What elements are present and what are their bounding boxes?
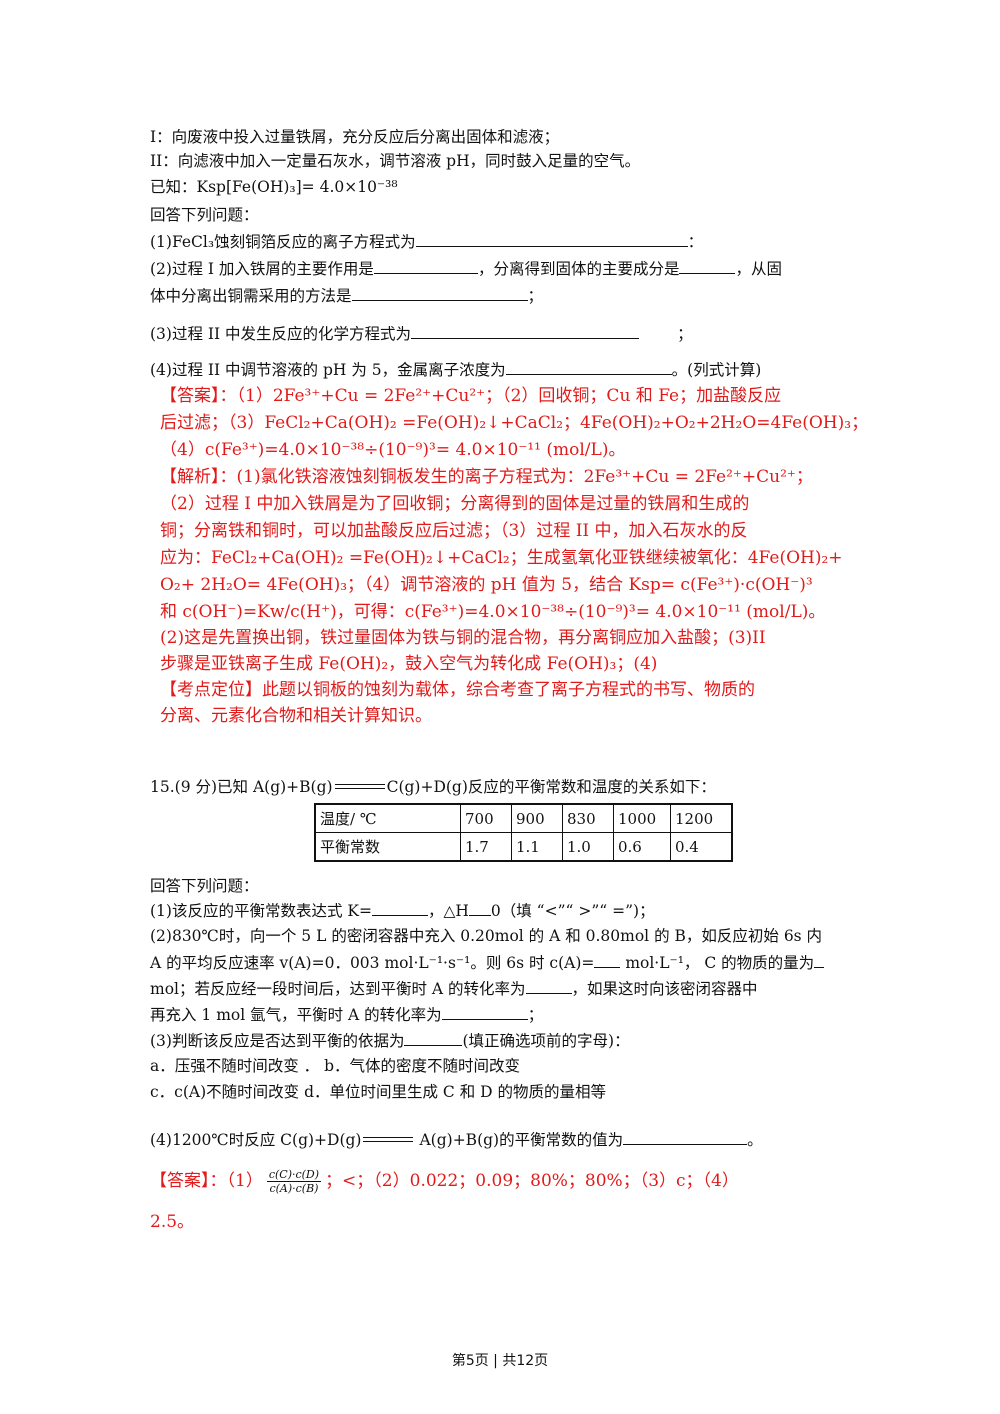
analysis14-line8: 步骤是亚铁离子生成 Fe(OH)₂，鼓入空气为转化成 Fe(OH)₃；(4) (160, 654, 658, 674)
q15-title-a: 15.(9 分)已知 A(g)+B(g) (150, 778, 333, 796)
q15-blank-basis[interactable] (404, 1029, 463, 1046)
q14-blank-2b[interactable] (679, 257, 736, 274)
q14-part2-cont-text: 体中分离出铜需采用的方法是 (150, 287, 352, 305)
q14-part2-text-b: ，分离得到固体的主要成分是 (477, 260, 680, 278)
q15-blank-ca[interactable] (594, 951, 621, 968)
q14-part1: (1)FeCl₃蚀刻铜箔反应的离子方程式为 ： (150, 230, 703, 253)
q14-blank-2c[interactable] (351, 284, 528, 301)
q15-part2-text-e: 再充入 1 mol 氩气，平衡时 A 的转化率为 (150, 1006, 442, 1024)
table-cell: 0.6 (613, 832, 671, 862)
table-cell: 1.0 (562, 832, 614, 862)
table-row: 平衡常数 1.7 1.1 1.0 0.6 0.4 (314, 832, 733, 862)
q14-part2-cont-end: ； (527, 287, 544, 305)
q14-blank-1[interactable] (415, 230, 688, 247)
q15-blank-nc[interactable] (814, 951, 825, 968)
keypoint14-line2: 分离、元素化合物和相关计算知识。 (160, 706, 432, 726)
q14-part3-text: (3)过程 II 中发生反应的化学方程式为 (150, 325, 412, 343)
q14-blank-4[interactable] (505, 358, 672, 375)
q15-part2-line3: mol；若反应经一段时间后，达到平衡时 A 的转化率为 ，如果这时向该密闭容器中 (150, 977, 758, 1000)
table-cell: 平衡常数 (314, 832, 461, 862)
q14-known: 已知：Ksp[Fe(OH)₃]= 4.0×10⁻³⁸ (150, 178, 398, 196)
q14-part4: (4)过程 II 中调节溶液的 pH 为 5，金属离子浓度为 。(列式计算) (150, 358, 761, 381)
q15-part2-text-b: mol·L⁻¹， C 的物质的量为 (620, 954, 815, 972)
page-footer: 第5页 | 共12页 (451, 1353, 549, 1369)
q15-part3-text-b: (填正确选项前的字母)： (462, 1032, 630, 1050)
q14-part3: (3)过程 II 中发生反应的化学方程式为 ； (150, 322, 693, 345)
q15-part1: (1)该反应的平衡常数表达式 K= ，△H 0（填 “<”“ >”“ =”)； (150, 899, 655, 922)
analysis14-line6: 和 c(OH⁻)=Kw/c(H⁺)，可得：c(Fe³⁺)=4.0×10⁻³⁸÷(… (160, 602, 826, 622)
analysis14-line1: 【解析】：(1)氯化铁溶液蚀刻铜板发生的离子方程式为：2Fe³⁺+Cu = 2F… (160, 467, 813, 487)
q15-part1-text-c: 0（填 “<”“ >”“ =”)； (490, 902, 655, 920)
q15-prompt: 回答下列问题： (150, 877, 259, 895)
analysis14-line7: (2)这是先置换出铜，铁过量固体为铁与铜的混合物，再分离铜应加入盐酸；(3)II (160, 628, 766, 648)
q15-part4: (4)1200℃时反应 C(g)+D(g) A(g)+B(g)的平衡常数的值为 。 (150, 1128, 763, 1151)
q15-option-ab: a．压强不随时间改变 ． b．气体的密度不随时间改变 (150, 1057, 521, 1075)
table-cell: 900 (511, 803, 563, 833)
q14-blank-2a[interactable] (373, 257, 478, 274)
answer15-line2: 2.5。 (150, 1212, 195, 1232)
q14-step2: II：向滤液中加入一定量石灰水，调节溶液 pH，同时鼓入足量的空气。 (150, 152, 641, 170)
analysis14-line3: 铜；分离铁和铜时，可以加盐酸反应后过滤；（3）过程 II 中，加入石灰水的反 (160, 521, 748, 541)
q15-part2-line2: A 的平均反应速率 v(A)=0．003 mol·L⁻¹·s⁻¹。则 6s 时 … (150, 951, 825, 974)
table-cell: 830 (562, 803, 614, 833)
fraction-numerator: c(C)·c(D) (266, 1168, 322, 1182)
answer15-pre: 【答案】：（1） (150, 1171, 263, 1191)
analysis14-line5: O₂+ 2H₂O= 4Fe(OH)₃；（4）调节溶液的 pH 值为 5，结合 K… (160, 575, 813, 595)
q15-part2-text-f: ； (527, 1006, 544, 1024)
table-row: 温度/ ℃ 700 900 830 1000 1200 (314, 803, 733, 833)
q14-part2-text-c: ，从固 (735, 260, 782, 278)
table-cell: 1000 (613, 803, 671, 833)
q14-part2-text-a: (2)过程 I 加入铁屑的主要作用是 (150, 260, 374, 278)
table-cell: 1200 (670, 803, 733, 833)
q14-part4-end: 。(列式计算) (671, 361, 762, 379)
q14-part2: (2)过程 I 加入铁屑的主要作用是 ，分离得到固体的主要成分是 ，从固 (150, 257, 782, 280)
equilibrium-arrow-icon (363, 1135, 414, 1147)
q15-part2-text-d: ，如果这时向该密闭容器中 (571, 980, 758, 998)
q15-blank-k1200[interactable] (623, 1128, 748, 1145)
q14-part1-text: (1)FeCl₃蚀刻铜箔反应的离子方程式为 (150, 233, 416, 251)
q15-part2-line4: 再充入 1 mol 氩气，平衡时 A 的转化率为 ； (150, 1003, 543, 1026)
analysis14-line4: 应为：FeCl₂+Ca(OH)₂ =Fe(OH)₂↓+CaCl₂；生成氢氧化亚铁… (160, 548, 843, 568)
q14-part3-end: ； (677, 325, 693, 343)
q15-part3-text-a: (3)判断该反应是否达到平衡的依据为 (150, 1032, 405, 1050)
q14-step1: I：向废液中投入过量铁屑，充分反应后分离出固体和滤液； (150, 128, 560, 146)
q15-blank-conv2[interactable] (441, 1003, 528, 1020)
table-cell: 温度/ ℃ (314, 803, 461, 833)
q15-blank-k[interactable] (371, 899, 428, 916)
q15-part4-text-a: (4)1200℃时反应 C(g)+D(g) (150, 1131, 362, 1149)
q14-prompt: 回答下列问题： (150, 206, 259, 224)
q15-title: 15.(9 分)已知 A(g)+B(g) C(g)+D(g)反应的平衡常数和温度的… (150, 776, 716, 798)
q15-part2-text-c: mol；若反应经一段时间后，达到平衡时 A 的转化率为 (150, 980, 526, 998)
keypoint14-line1: 【考点定位】此题以铜板的蚀刻为载体，综合考查了离子方程式的书写、物质的 (160, 680, 755, 700)
k-expression-fraction: c(C)·c(D)c(A)·c(B) (266, 1168, 322, 1195)
answer14-line2: 后过滤；（3）FeCl₂+Ca(OH)₂ =Fe(OH)₂↓+CaCl₂；4Fe… (160, 413, 869, 433)
answer14-line3: （4）c(Fe³⁺)=4.0×10⁻³⁸÷(10⁻⁹)³= 4.0×10⁻¹¹ … (160, 440, 626, 460)
q15-part1-text-a: (1)该反应的平衡常数表达式 K= (150, 902, 372, 920)
table-cell: 1.7 (460, 832, 512, 862)
q15-blank-dh[interactable] (468, 899, 491, 916)
table-cell: 0.4 (670, 832, 733, 862)
q15-part1-text-b: ，△H (427, 902, 469, 920)
q14-part4-text: (4)过程 II 中调节溶液的 pH 为 5，金属离子浓度为 (150, 361, 506, 379)
q15-part3: (3)判断该反应是否达到平衡的依据为 (填正确选项前的字母)： (150, 1029, 630, 1052)
table-cell: 1.1 (511, 832, 563, 862)
equilibrium-table: 温度/ ℃ 700 900 830 1000 1200 平衡常数 1.7 1.1… (314, 803, 733, 862)
q15-part2-text-a: A 的平均反应速率 v(A)=0．003 mol·L⁻¹·s⁻¹。则 6s 时 … (150, 954, 595, 972)
fraction-denominator: c(A)·c(B) (269, 1182, 319, 1195)
q15-part2-line1: (2)830℃时，向一个 5 L 的密闭容器中充入 0.20mol 的 A 和 … (150, 927, 823, 945)
equilibrium-arrow-icon (334, 782, 385, 794)
q14-part2-cont: 体中分离出铜需采用的方法是 ； (150, 284, 543, 307)
table-cell: 700 (460, 803, 512, 833)
answer15-post: ；<；（2）0.022；0.09；80%；80%；（3）c；（4） (325, 1171, 739, 1191)
q15-title-b: C(g)+D(g)反应的平衡常数和温度的关系如下： (386, 778, 716, 796)
answer15-line1: 【答案】：（1）c(C)·c(D)c(A)·c(B)；<；（2）0.022；0.… (150, 1168, 739, 1195)
analysis14-line2: （2）过程 I 中加入铁屑是为了回收铜；分离得到的固体是过量的铁屑和生成的 (160, 494, 750, 514)
q14-blank-3[interactable] (411, 322, 640, 339)
q14-part1-end: ： (687, 233, 704, 251)
q15-blank-conv1[interactable] (525, 977, 572, 994)
q15-part4-text-c: 。 (747, 1131, 763, 1149)
q15-part4-text-b: A(g)+B(g)的平衡常数的值为 (419, 1131, 624, 1149)
answer14-line1: 【答案】：（1）2Fe³⁺+Cu = 2Fe²⁺+Cu²⁺；（2）回收铜；Cu … (160, 386, 782, 406)
q15-option-cd: c．c(A)不随时间改变 d．单位时间里生成 C 和 D 的物质的量相等 (150, 1083, 606, 1101)
